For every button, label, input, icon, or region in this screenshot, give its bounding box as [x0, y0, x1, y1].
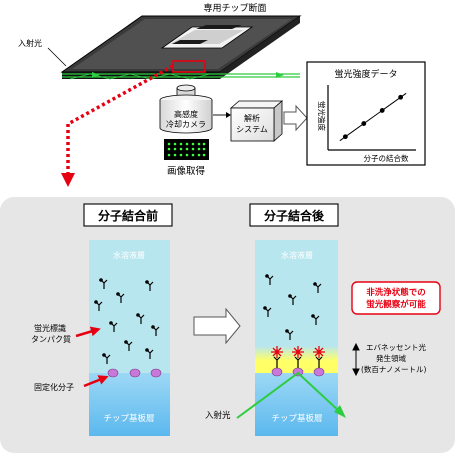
before-chip-label: チップ基板層: [103, 413, 154, 424]
analysis-label-line1: 解析: [244, 113, 260, 123]
evanescent-bracket: [352, 342, 360, 377]
evanescent-label-line3: (数百ナノメートル): [361, 364, 427, 374]
system-to-chart-arrow: [283, 104, 308, 132]
after-protein-heads: [263, 274, 317, 333]
incident-light-label: 入射光: [205, 410, 231, 421]
chart-data-point: [379, 108, 385, 113]
chart-data-point: [342, 134, 348, 140]
bound-proteins: [273, 356, 323, 368]
after-title-box: [249, 203, 339, 227]
fluorescence-star-icons: [271, 346, 325, 358]
chart-ylabel: 蛍光強度: [317, 101, 327, 131]
callout-line1: 非洗浄状態での: [366, 287, 426, 298]
camera-icon: [159, 84, 213, 134]
before-protein-heads: [94, 278, 155, 357]
chart-xlabel: 分子の結合数: [364, 153, 409, 163]
chart-data-point: [398, 94, 404, 100]
before-panel: [89, 240, 170, 436]
protein-label-line1: 蛍光標識: [34, 323, 66, 333]
before-water-label: 水溶液層: [113, 250, 145, 260]
chip-title: 専用チップ断面: [203, 2, 266, 14]
incident-light-arrowhead: [334, 405, 346, 418]
after-panel: [255, 240, 338, 436]
chart-data-point: [361, 121, 367, 126]
zoom-arrow: [61, 64, 174, 187]
chart-title: 蛍光強度データ: [334, 68, 397, 80]
callout-line2: 蛍光観察が可能: [366, 299, 426, 310]
fluorescence-chart: [306, 61, 426, 166]
before-title: 分子結合前: [98, 208, 158, 223]
before-fixed-molecules: [107, 368, 162, 378]
chip-cross-section: [60, 15, 302, 80]
callout-box: [351, 281, 441, 315]
protein-label-line2: タンパク質: [31, 334, 71, 344]
camera-label-line1: 高感度: [174, 109, 198, 119]
image-caption: 画像取得: [167, 165, 206, 177]
after-chip-label: チップ基板層: [271, 413, 322, 424]
protein-arrow: [75, 326, 101, 338]
analysis-label-line2: システム: [236, 125, 268, 134]
before-to-after-arrow: [193, 307, 241, 345]
acquired-image: [164, 139, 209, 160]
camera-label-line2: 冷却カメラ: [166, 119, 206, 129]
evanescent-label-line2: 発生領域: [376, 353, 406, 363]
before-title-box: [83, 203, 173, 227]
fit-line: [339, 92, 407, 142]
evanescent-label-line1: エバネッセント光: [366, 342, 426, 352]
incident-light-leader: [47, 47, 67, 67]
analysis-system-box: [229, 100, 284, 142]
incident-light-label-top: 入射光: [18, 38, 42, 48]
after-water-label: 水溶液層: [281, 250, 313, 260]
after-title: 分子結合後: [264, 208, 325, 223]
incident-light-beam: [236, 371, 341, 419]
fixed-molecule-arrow: [83, 375, 109, 388]
fixed-molecule-label: 固定化分子: [34, 382, 74, 392]
